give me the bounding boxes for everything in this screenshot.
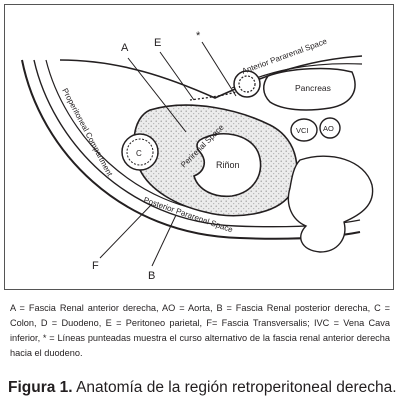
label-C: C: [136, 149, 142, 158]
parietal-peritoneum: [59, 55, 363, 99]
vci-vessel: [290, 118, 318, 142]
pointer-F: [99, 203, 153, 259]
pointer-B: [151, 214, 177, 267]
duodenum-inner: [238, 75, 256, 93]
figure-title-text: Anatomía de la región retroperitoneal de…: [76, 379, 397, 396]
figure-border: [4, 4, 394, 290]
label-kidney: Riñon: [216, 160, 240, 170]
label-star: *: [196, 30, 201, 42]
label-ao: AO: [323, 124, 334, 133]
label-pancreas: Pancreas: [295, 83, 331, 93]
aorta-vessel: [319, 117, 341, 139]
retroperitoneum-diagram: A E * F B C Anterior Pararenal Space Pan…: [21, 30, 374, 282]
label-E: E: [154, 37, 161, 49]
label-F: F: [92, 260, 99, 272]
colon-inner: [126, 138, 154, 166]
pointer-A: [127, 57, 187, 133]
figure-caption-title: Figura 1. Anatomía de la región retroper…: [8, 378, 398, 398]
pointer-E: [159, 51, 195, 101]
figure-legend: A = Fascia Renal anterior derecha, AO = …: [10, 303, 390, 358]
figure-number: Figura 1.: [8, 379, 73, 396]
alternative-fascia-course: [189, 91, 237, 101]
spine-shape: [287, 155, 374, 253]
label-B: B: [148, 270, 155, 282]
label-A: A: [121, 42, 129, 54]
kidney-shape: [193, 132, 262, 198]
pancreas-shape: [263, 67, 356, 111]
label-vci: VCI: [296, 126, 309, 135]
label-properitoneal: Properitoneal Compartment: [60, 87, 114, 179]
pointer-star: [201, 41, 237, 97]
